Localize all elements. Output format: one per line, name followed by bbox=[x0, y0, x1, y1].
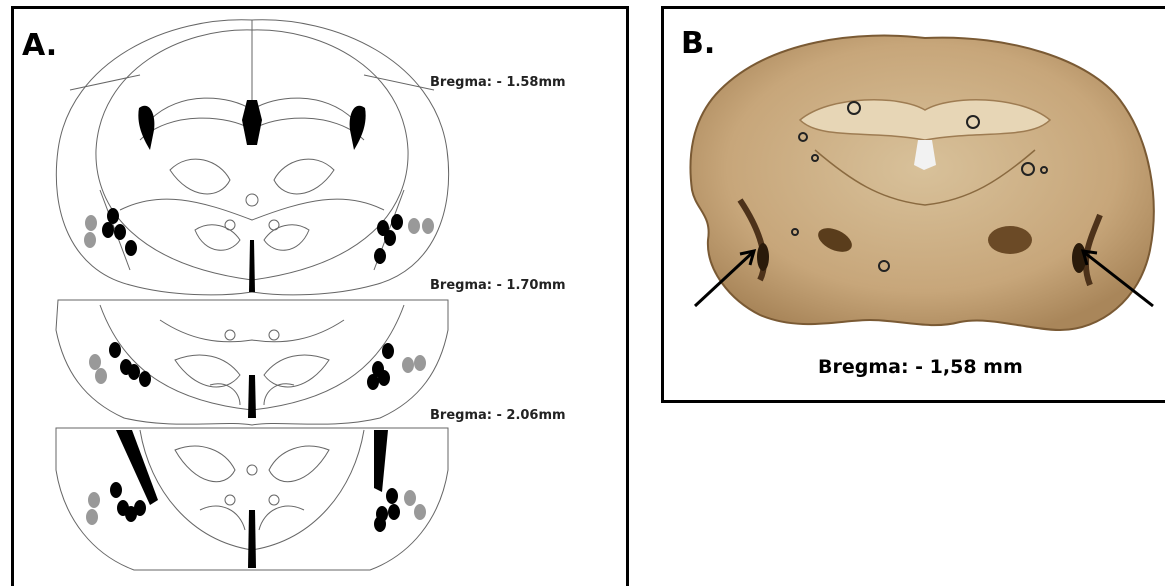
histology-slice bbox=[0, 0, 1165, 573]
bregma-label-section-3: Bregma: - 2.06mm bbox=[430, 408, 566, 423]
bregma-label-section-1: Bregma: - 1.58mm bbox=[430, 75, 566, 90]
panel-b-label: B. bbox=[681, 26, 715, 61]
panel-a-label: A. bbox=[22, 28, 57, 63]
bregma-label-histology: Bregma: - 1,58 mm bbox=[818, 356, 1023, 378]
bregma-label-section-2: Bregma: - 1.70mm bbox=[430, 278, 566, 293]
